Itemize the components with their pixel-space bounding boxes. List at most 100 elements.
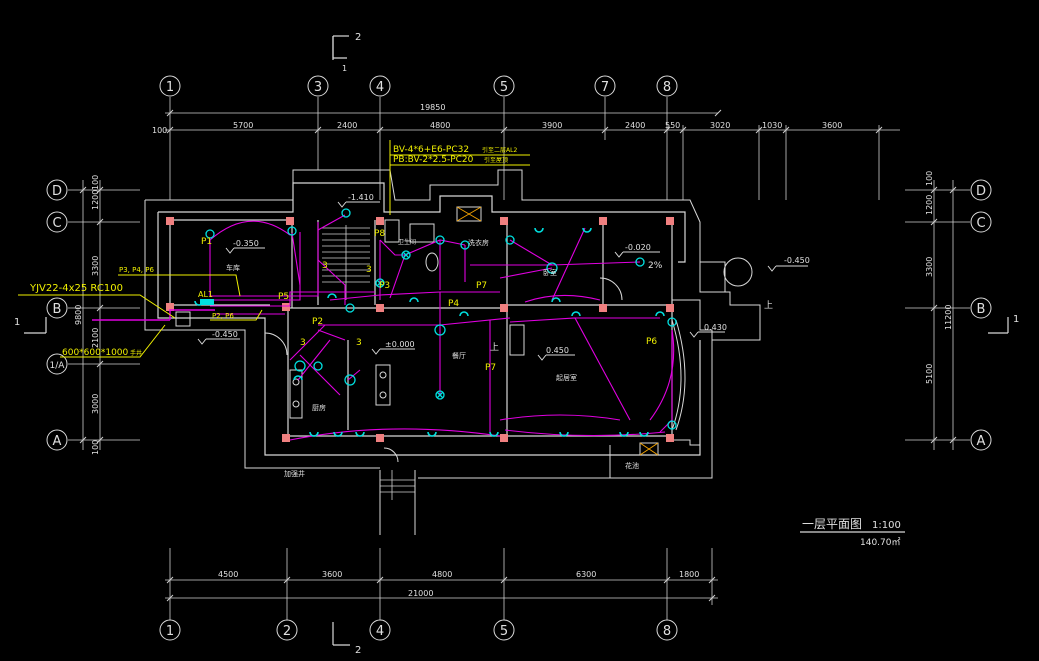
circuit-label: P5 bbox=[278, 292, 289, 302]
svg-text:C: C bbox=[52, 216, 61, 231]
cable-note-line2-dest: 引至屋顶 bbox=[484, 156, 508, 164]
section-top-label: 2 bbox=[355, 32, 361, 43]
svg-text:2: 2 bbox=[283, 624, 291, 639]
svg-text:4: 4 bbox=[376, 624, 384, 639]
svg-text:1/A: 1/A bbox=[50, 361, 66, 371]
dim-segment: 3600 bbox=[822, 121, 842, 130]
drawing-title: 一层平面图 1:100 140.70㎡ bbox=[800, 517, 905, 548]
distribution-panel bbox=[200, 299, 214, 305]
dim-segment: 2400 bbox=[337, 121, 357, 130]
dim-segment: 2400 bbox=[625, 121, 645, 130]
cable-note-line1: BV-4*6+E6-PC32 bbox=[393, 145, 469, 155]
axis-bubble: C bbox=[46, 211, 68, 233]
axis-bubble: 4 bbox=[369, 619, 391, 641]
dimensions-right: 100 1200 3300 5100 11200 bbox=[925, 171, 957, 450]
dim-segment: 100 bbox=[925, 171, 934, 186]
axis-bubble: 1 bbox=[159, 75, 181, 97]
stair-up-label: 上 bbox=[764, 300, 773, 311]
dim-segment: 100 bbox=[91, 175, 100, 190]
axis-bubbles-left: D C B 1/A A bbox=[46, 179, 68, 451]
drawing-area: 140.70㎡ bbox=[860, 537, 901, 548]
dim-segment: 6300 bbox=[576, 570, 596, 579]
electrical-wiring bbox=[92, 214, 675, 441]
dim-segment: 3300 bbox=[91, 256, 100, 276]
section-right-label: 1 bbox=[1013, 314, 1019, 325]
elevation-label: -0.020 bbox=[625, 243, 651, 252]
axis-bubble: 1/A bbox=[46, 353, 68, 375]
dim-segment: 550 bbox=[665, 121, 680, 130]
axis-bubble: 3 bbox=[307, 75, 329, 97]
room-label: 洗衣房 bbox=[468, 238, 489, 247]
room-label: 加强井 bbox=[284, 469, 305, 478]
circuit-group-label: P3, P4, P6 bbox=[119, 266, 154, 274]
light-fixtures bbox=[175, 208, 677, 437]
dim-segment: 2100 bbox=[91, 328, 100, 348]
dim-start: 100 bbox=[152, 126, 167, 135]
room-label: 厨房 bbox=[312, 403, 326, 412]
staircase bbox=[322, 225, 370, 300]
pit-note: 手井 bbox=[130, 349, 142, 357]
svg-text:A: A bbox=[53, 434, 62, 449]
svg-text:D: D bbox=[976, 184, 986, 199]
cable-note-line1-dest: 引至二层AL2 bbox=[482, 146, 517, 154]
axis-bubble: 5 bbox=[493, 75, 515, 97]
axis-bubbles-bottom: 1 2 4 5 8 bbox=[159, 619, 678, 641]
dim-segment: 1800 bbox=[679, 570, 699, 579]
elevation-marks: -1.410 -0.350 -0.020 -0.450 0.430 -0.450… bbox=[197, 193, 810, 361]
drawing-title-name: 一层平面图 bbox=[802, 517, 862, 531]
drawing-title-scale: 1:100 bbox=[872, 520, 901, 531]
svg-text:8: 8 bbox=[663, 624, 671, 639]
svg-text:8: 8 bbox=[663, 80, 671, 95]
circuit-label: P2 bbox=[312, 317, 323, 327]
dim-segment: 3000 bbox=[91, 394, 100, 414]
dimensions-bottom: 4500 3600 4800 6300 1800 21000 bbox=[165, 548, 718, 605]
circuit-label: 3 bbox=[300, 338, 306, 348]
axis-bubble: 7 bbox=[594, 75, 616, 97]
axis-bubble: 8 bbox=[656, 619, 678, 641]
dim-segment: 1200 bbox=[91, 190, 100, 210]
dim-segment: 4500 bbox=[218, 570, 238, 579]
dim-overall-right: 11200 bbox=[944, 305, 953, 330]
dim-segment: 1200 bbox=[925, 195, 934, 215]
axis-grid-lines bbox=[68, 97, 970, 620]
axis-bubble: 2 bbox=[276, 619, 298, 641]
slope-label: 2% bbox=[648, 261, 663, 271]
stair-up-label: 上 bbox=[490, 342, 499, 353]
dim-segment: 5100 bbox=[925, 364, 934, 384]
elevation-label: 0.450 bbox=[546, 346, 569, 355]
room-labels: 车库 厨房 餐厅 起居室 卧室 洗衣房 花池 加强井 卫生间 2% 上 上 bbox=[226, 238, 773, 478]
svg-text:4: 4 bbox=[376, 80, 384, 95]
svg-text:C: C bbox=[976, 216, 985, 231]
dim-segment: 100 bbox=[91, 440, 100, 455]
elevation-label: -0.450 bbox=[784, 256, 810, 265]
svg-text:5: 5 bbox=[500, 80, 508, 95]
pit-label: 600*600*1000 bbox=[62, 348, 129, 358]
dim-segment: 4800 bbox=[430, 121, 450, 130]
room-label: 卫生间 bbox=[398, 238, 416, 246]
axis-bubble: D bbox=[970, 179, 992, 201]
svg-text:7: 7 bbox=[601, 80, 609, 95]
circuit-label: P3 bbox=[379, 281, 390, 291]
dimensions-left: 9800 1200 100 3300 2100 3000 100 bbox=[74, 175, 104, 455]
elevation-label: -0.350 bbox=[233, 239, 259, 248]
dimensions-top: 19850 100 5700 2400 4800 3900 2400 550 3… bbox=[152, 103, 900, 200]
dim-overall-bottom: 21000 bbox=[408, 589, 433, 598]
section-mark-right: 1 bbox=[988, 314, 1019, 334]
elevation-label: -1.410 bbox=[348, 193, 374, 202]
dim-overall-top: 19850 bbox=[420, 103, 445, 112]
dim-segment: 3900 bbox=[542, 121, 562, 130]
axis-bubble: 8 bbox=[656, 75, 678, 97]
room-label: 餐厅 bbox=[452, 351, 466, 360]
circuit-label: 3 bbox=[322, 261, 328, 271]
elevation-label: 0.430 bbox=[704, 323, 727, 332]
cable-note-line2: PB:BV-2*2.5-PC20 bbox=[393, 155, 474, 165]
dim-overall-left: 9800 bbox=[74, 305, 83, 325]
svg-text:1: 1 bbox=[166, 624, 174, 639]
axis-bubble: B bbox=[970, 297, 992, 319]
axis-bubble: B bbox=[46, 297, 68, 319]
circuit-label: P7 bbox=[485, 363, 496, 373]
axis-bubble: 5 bbox=[493, 619, 515, 641]
structural-columns bbox=[166, 217, 674, 442]
svg-text:3: 3 bbox=[314, 80, 322, 95]
